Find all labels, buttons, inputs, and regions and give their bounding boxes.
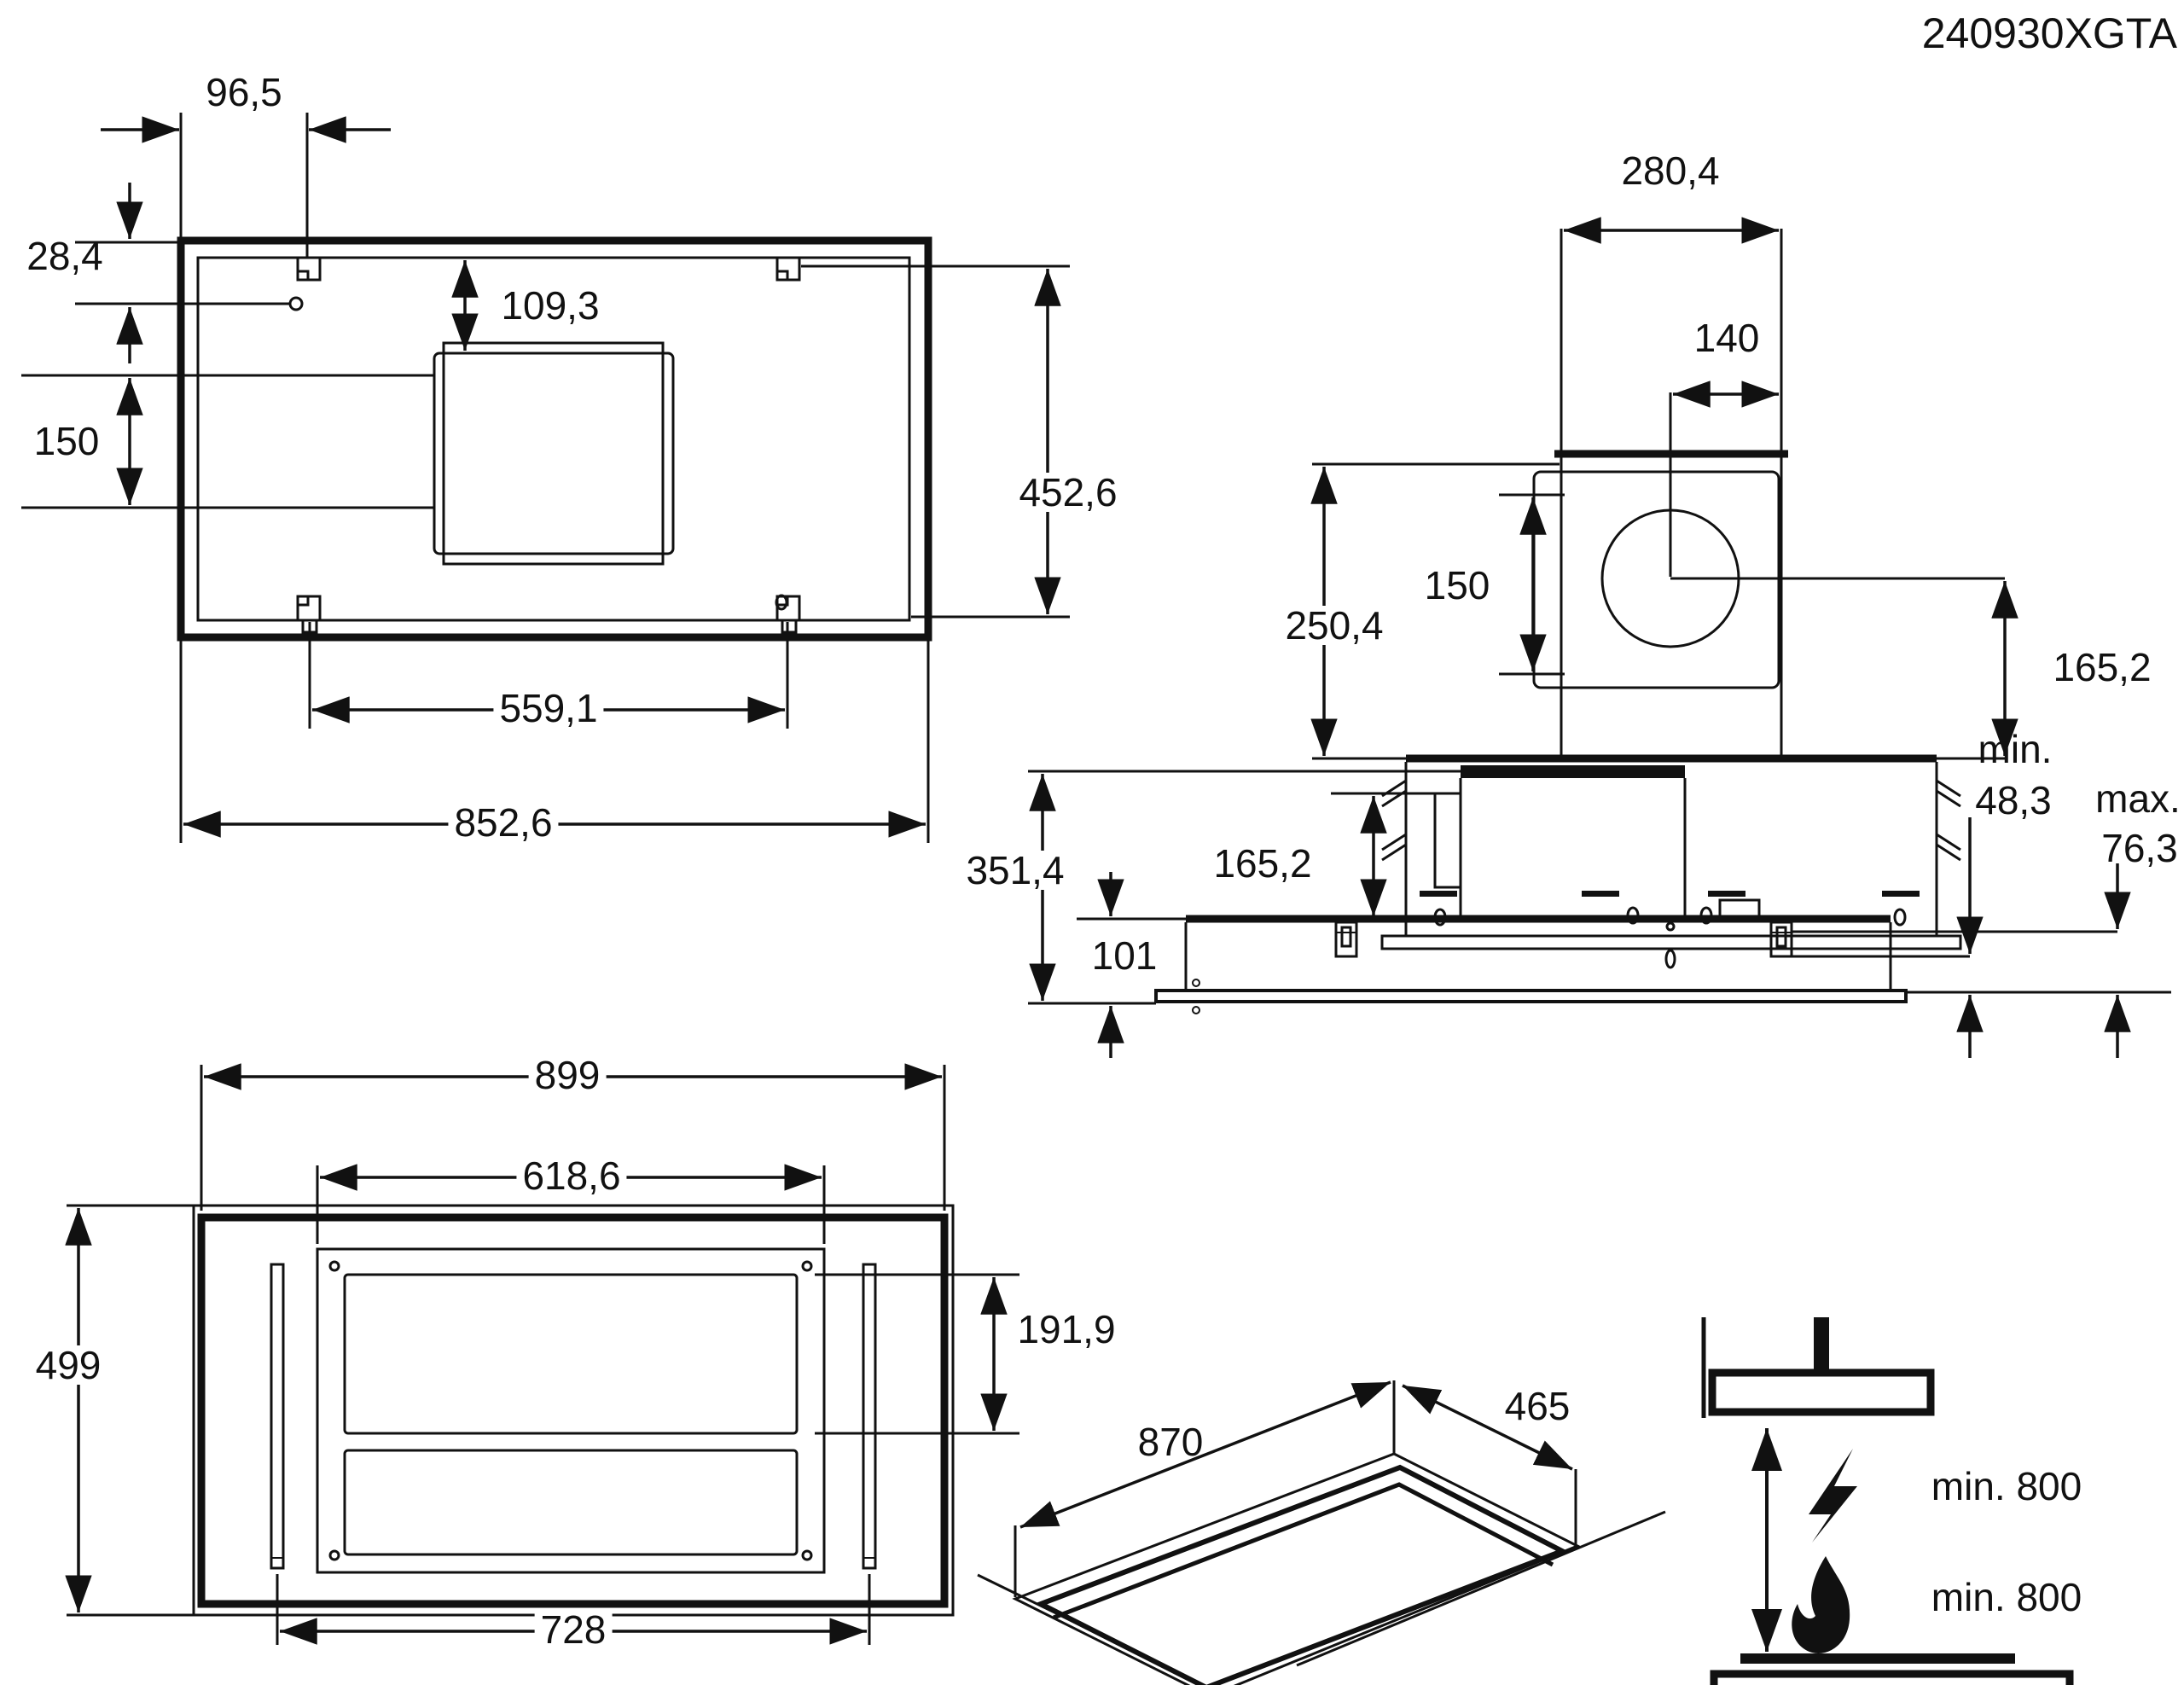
- dim-side-min-value: 48,3: [1975, 778, 2052, 822]
- dim-top-width-span: 559,1: [493, 689, 604, 728]
- top-view-drawing: [21, 113, 1070, 843]
- dim-front-duct-center: 140: [1693, 316, 1760, 360]
- dim-side-total-height: 351,4: [960, 851, 1071, 890]
- dim-top-depth-span: 452,6: [1013, 473, 1124, 512]
- perspective-view-drawing: [977, 1380, 1666, 1685]
- clearance-gas: min. 800: [1931, 1575, 2082, 1619]
- bottom-view-drawing: [65, 1063, 1019, 1645]
- dim-top-offset: 96,5: [206, 70, 282, 114]
- dim-side-max-label: max.: [2095, 776, 2181, 821]
- dim-side-motor-height: 165,2: [1213, 841, 1312, 886]
- front-view-drawing: [1310, 217, 2018, 969]
- dim-top-body-width: 852,6: [448, 803, 559, 842]
- dim-top-duct-offset: 109,3: [501, 283, 600, 328]
- dim-cutout-width: 870: [1137, 1420, 1204, 1464]
- dim-cutout-depth: 465: [1504, 1384, 1571, 1428]
- dim-front-center-h: 165,2: [2053, 645, 2152, 689]
- dim-front-duct-dia: 150: [1424, 563, 1490, 607]
- hatch-marks: [1381, 779, 1961, 862]
- dim-front-box-height: 250,4: [1279, 606, 1390, 645]
- dim-side-recess: 101: [1091, 933, 1158, 978]
- lightning-icon: [1809, 1449, 1857, 1543]
- clearance-diagram: [1701, 1317, 2074, 1685]
- dim-bottom-frame: 618,6: [516, 1156, 627, 1195]
- clearance-electric: min. 800: [1931, 1464, 2082, 1508]
- dim-top-channel: 150: [33, 419, 100, 463]
- dim-bottom-width: 899: [528, 1055, 607, 1095]
- dim-bottom-panel: 191,9: [1017, 1307, 1116, 1351]
- mounting-bracket: [1334, 921, 1793, 958]
- dim-bottom-lamps: 728: [534, 1610, 613, 1649]
- dim-side-max-value: 76,3: [2101, 826, 2178, 870]
- dim-top-inset: 28,4: [26, 234, 103, 278]
- dim-side-min-label: min.: [1978, 727, 2053, 771]
- dim-front-duct-width: 280,4: [1621, 148, 1720, 193]
- flame-icon: [1792, 1556, 1850, 1653]
- drawing-code: 240930XGTA: [1921, 9, 2177, 57]
- dim-bottom-depth: 499: [29, 1345, 107, 1385]
